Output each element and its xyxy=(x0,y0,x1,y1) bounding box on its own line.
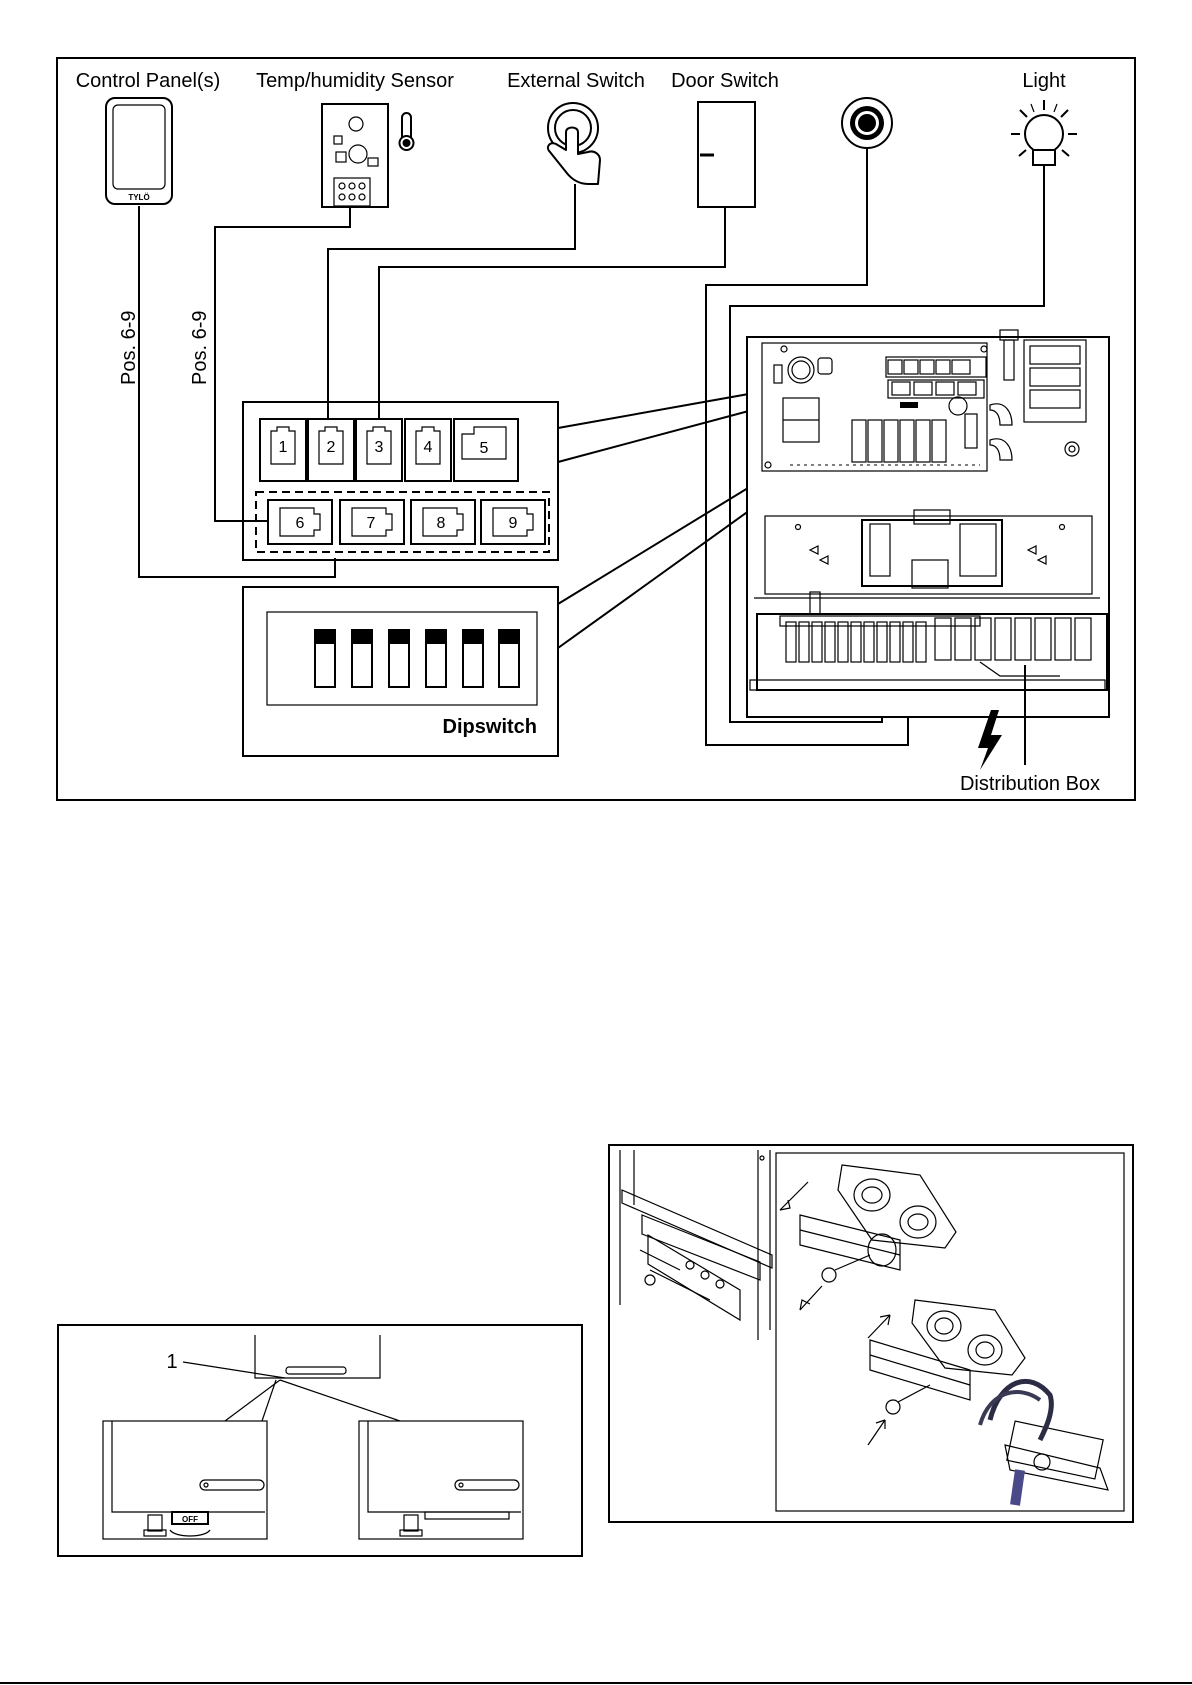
port-6: 6 xyxy=(296,515,305,532)
top-port-row: 1 2 3 4 5 xyxy=(260,419,518,481)
dip-switches xyxy=(315,630,519,687)
port-7: 7 xyxy=(367,515,376,532)
wiring-diagram: Control Panel(s) Temp/humidity Sensor Ex… xyxy=(57,58,1135,800)
light-label: Light xyxy=(1022,70,1066,92)
control-panel-device: TYLÖ xyxy=(106,98,172,204)
sensor-board xyxy=(322,104,388,207)
bottom-left-figure: 1 OFF xyxy=(58,1325,582,1556)
dipswitch-panel: Dipswitch xyxy=(243,587,558,756)
push-button-icon xyxy=(842,98,892,148)
thermometer-icon xyxy=(400,113,414,150)
housing-perspective xyxy=(620,1150,772,1340)
dipswitch-label: Dipswitch xyxy=(443,716,537,738)
control-panel-label: Control Panel(s) xyxy=(76,70,221,92)
port-4: 4 xyxy=(424,439,433,456)
port-5: 5 xyxy=(480,440,489,457)
bottom-right-frame xyxy=(609,1145,1133,1522)
upper-gland-assembly xyxy=(780,1165,956,1310)
wire-door-switch xyxy=(379,207,725,431)
port-9: 9 xyxy=(509,515,518,532)
pos-label-right: Pos. 6-9 xyxy=(189,311,211,385)
external-switch-label: External Switch xyxy=(507,70,645,92)
callout-number: 1 xyxy=(166,1351,177,1373)
bottom-port-row: 6 7 8 9 xyxy=(268,500,545,544)
port-3: 3 xyxy=(375,439,384,456)
lower-gland-assembly xyxy=(868,1300,1108,1505)
connector-panel: 1 2 3 4 5 6 7 xyxy=(243,402,558,560)
external-switch-icon xyxy=(548,103,600,184)
port-1: 1 xyxy=(279,439,288,456)
zoom-right xyxy=(359,1421,523,1539)
light-bulb-icon xyxy=(1011,100,1077,165)
bottom-right-figure xyxy=(609,1145,1133,1522)
wire-external-switch xyxy=(328,184,575,431)
sensor-label: Temp/humidity Sensor xyxy=(256,70,454,92)
door-switch-label: Door Switch xyxy=(671,70,779,92)
pos-label-left: Pos. 6-9 xyxy=(118,311,140,385)
panel-logo: TYLÖ xyxy=(128,193,149,202)
lightning-bolt-icon xyxy=(978,710,1002,770)
port-8: 8 xyxy=(437,515,446,532)
control-unit xyxy=(747,330,1109,717)
port-2: 2 xyxy=(327,439,336,456)
zoom-left: OFF xyxy=(103,1421,267,1539)
off-switch-label: OFF xyxy=(182,1515,198,1524)
bottom-left-frame xyxy=(58,1325,582,1556)
distribution-box-label: Distribution Box xyxy=(960,773,1100,795)
door-switch-device xyxy=(698,102,755,207)
